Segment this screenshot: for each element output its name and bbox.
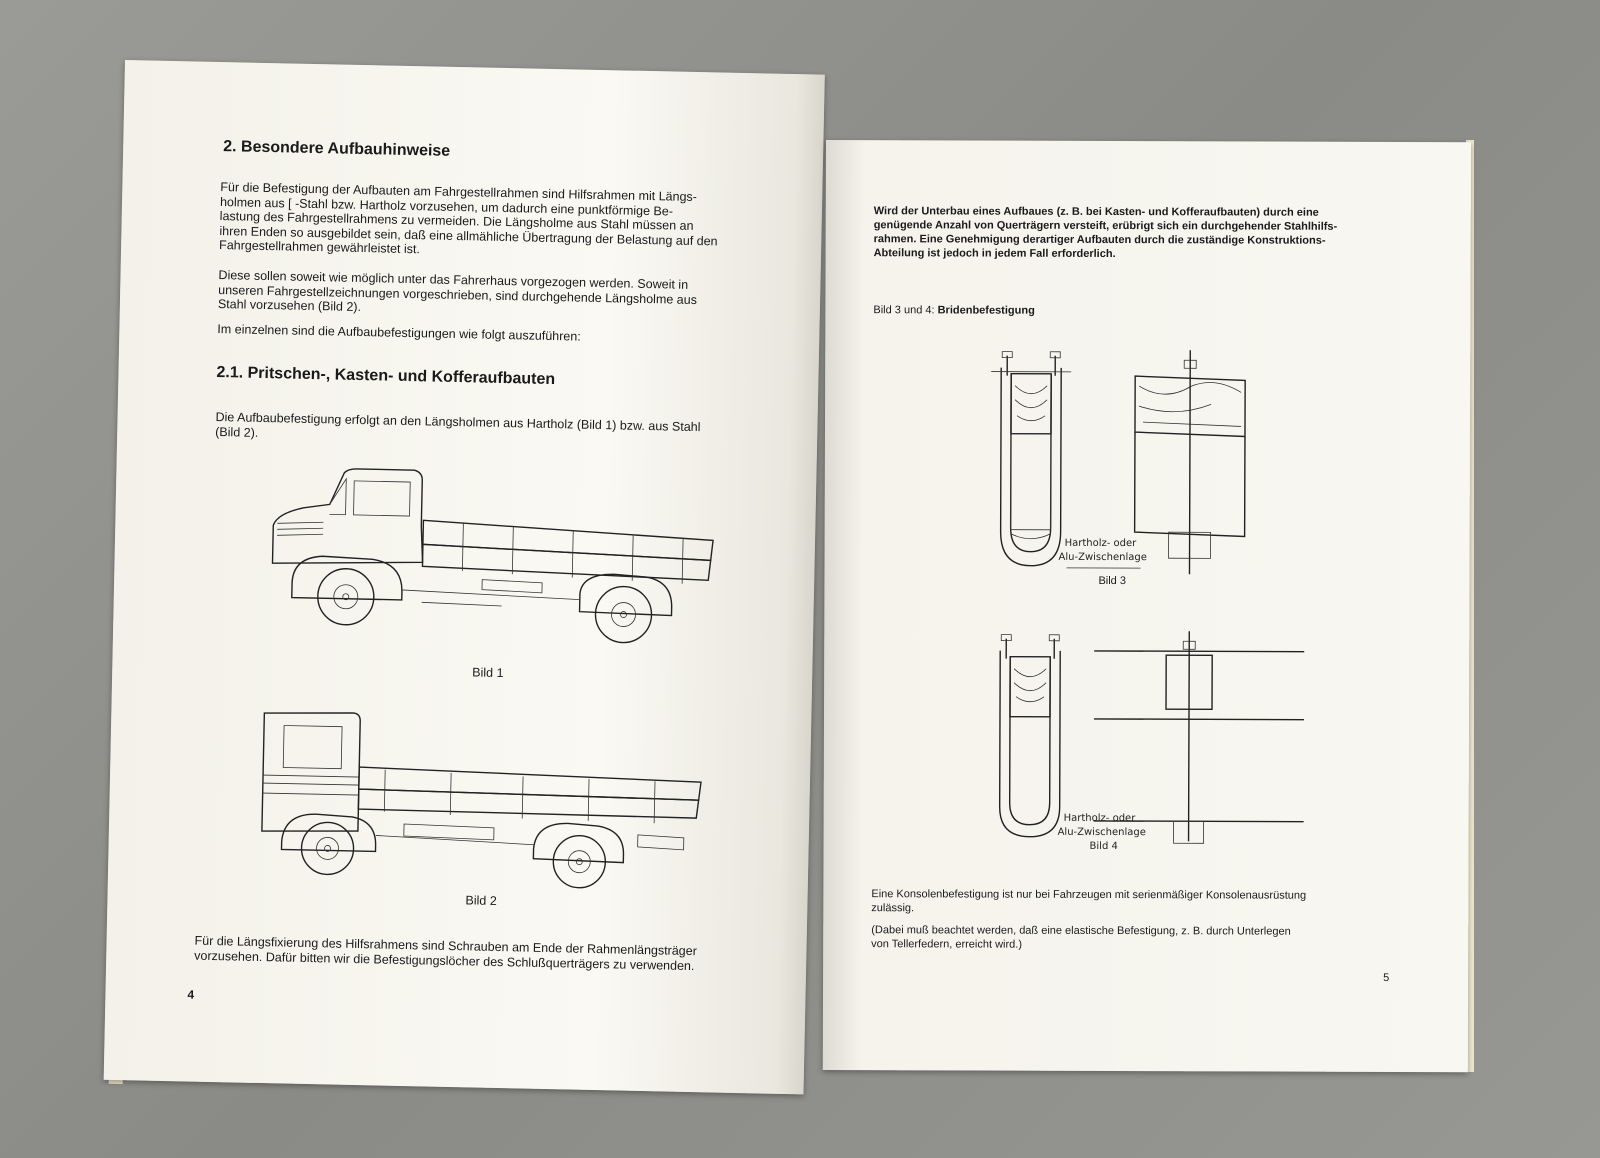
paragraph-befestigung: Die Aufbaubefestigung erfolgt an den Län… [215,409,701,440]
caption-bild-3: Bild 3 [1098,574,1127,588]
subsection-heading: 2.1. Pritschen-, Kasten- und Kofferaufba… [216,363,556,389]
figure-prefix: Bild 3 und 4: [873,304,938,317]
diagram-bild-4: Hartholz- oder Alu-Zwischenlage Bild 4 [998,631,1305,852]
right-page: Wird der Unterbau eines Aufbaues (z. B. … [822,140,1471,1073]
caption-bild-2: Bild 2 [465,893,497,908]
page-number-left: 4 [187,987,195,1002]
paragraph-laengsfixierung: Für die Längsfixierung des Hilfsrahmens … [194,933,697,973]
label-bild3-line1: Hartholz- oder [1065,538,1138,549]
label-bild4-line2: Alu-Zwischenlage [1058,827,1146,838]
section-heading: 2. Besondere Aufbauhinweise [223,138,451,160]
paragraph-fahrerhaus: Diese sollen soweit wie möglich unter da… [217,268,698,314]
label-bild3-line2: Alu-Zwischenlage [1059,552,1147,563]
truck-drawing-bild-1 [271,468,714,644]
paragraph-konsolen: Eine Konsolenbefestigung ist nur bei Fah… [871,888,1307,914]
truck-drawing-bild-2 [261,712,702,889]
caption-bild-1: Bild 1 [472,665,504,681]
caption-bild-4: Bild 4 [1090,841,1118,852]
diagram-bild-3: Hartholz- oder Alu-Zwischenlage [991,350,1246,575]
paragraph-unterbau: Wird der Unterbau eines Aufbaues (z. B. … [873,205,1338,261]
paragraph-dabei: (Dabei muß beachtet werden, daß eine ela… [871,924,1291,951]
figure-title: Bridenbefestigung [937,304,1035,317]
paragraph-intro: Für die Befestigung der Aufbauten am Fah… [218,180,718,257]
right-page-edge [1466,140,1474,1072]
label-bild4-line1: Hartholz- oder [1064,813,1137,824]
left-page: 2. Besondere Aufbauhinweise Für die Befe… [103,60,825,1095]
paragraph-einzelnen: Im einzelnen sind die Aufbaubefestigunge… [217,321,581,344]
figure-title-line: Bild 3 und 4: Bridenbefestigung [873,304,1034,317]
page-number-right: 5 [1383,971,1390,984]
